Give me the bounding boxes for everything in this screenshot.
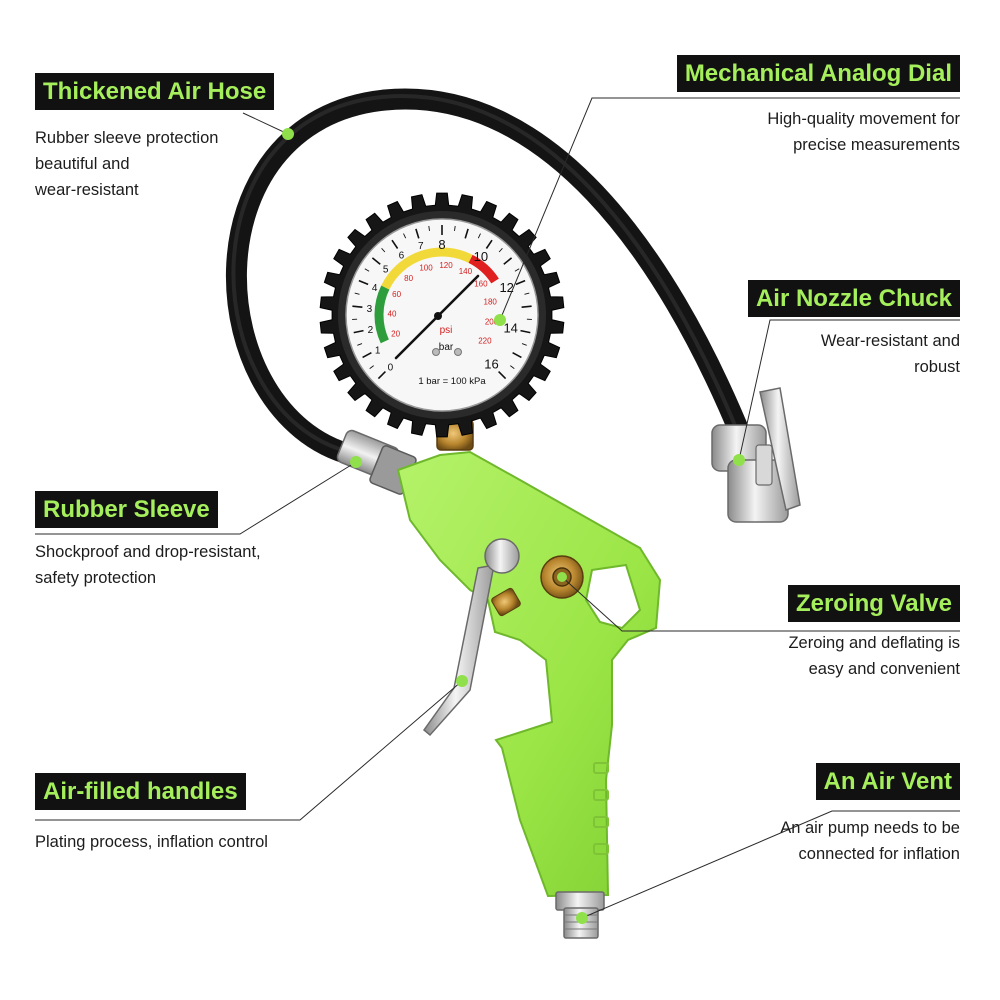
gauge-tick	[510, 365, 515, 369]
callout-title-zeroing-valve: Zeroing Valve	[787, 585, 960, 622]
gauge-tick	[485, 239, 493, 249]
gauge-tick	[514, 268, 520, 272]
gauge-psi-label: 200	[485, 318, 499, 327]
gauge-tick	[498, 371, 507, 380]
gauge-face	[345, 218, 539, 412]
gauge-bar-label: 10	[474, 249, 488, 264]
gauge-bar-unit: bar	[439, 342, 454, 353]
callout-lines	[35, 97, 960, 919]
gauge-bar-label: 3	[367, 304, 373, 315]
gauge-conversion-note: 1 bar = 100 kPa	[418, 376, 486, 387]
gauge-tick	[371, 257, 381, 265]
gauge-tick	[364, 268, 370, 272]
gauge-bar-label: 7	[418, 241, 424, 252]
gauge-bar-label: 14	[503, 321, 517, 336]
gauge-bar-label: 1	[375, 345, 381, 356]
callout-title-air-hose: Thickened Air Hose	[35, 73, 275, 110]
gauge-tick	[354, 292, 360, 295]
callout-title-rubber-sleeve: Rubber Sleeve	[35, 491, 218, 528]
gauge-ticks	[352, 225, 532, 380]
gauge-tick	[498, 248, 503, 253]
gauge-tick	[521, 343, 527, 346]
gauge-zone-yellow	[381, 247, 473, 290]
gauge-bar-label: 5	[383, 265, 389, 276]
callout-dots	[282, 128, 745, 924]
gauge-tick	[403, 233, 407, 239]
gauge-tick	[512, 351, 522, 359]
gauge-psi-label: 220	[478, 337, 492, 346]
callout-desc-handles: Plating process, inflation control	[35, 833, 268, 851]
gauge-bar-label: 2	[368, 325, 374, 336]
gauge-psi-label: 60	[392, 290, 401, 299]
gauge-psi-unit: psi	[440, 325, 453, 336]
gauge-zone-green	[374, 285, 390, 344]
gauge-tick	[503, 257, 513, 265]
gauge-zone-red	[468, 254, 499, 284]
gauge-psi-label: 180	[484, 298, 498, 307]
callout-desc-nozzle-chuck: Wear-resistant and robust	[820, 332, 960, 376]
gauge-tick	[381, 248, 386, 253]
callout-title-handles: Air-filled handles	[35, 773, 246, 810]
gauge-tick	[353, 329, 364, 334]
gauge-tick	[377, 371, 386, 380]
gauge-bar-label: 4	[372, 283, 378, 294]
callout-desc-zeroing-valve: Zeroing and deflating is easy and conven…	[788, 634, 960, 678]
gauge-psi-label: 20	[391, 330, 400, 339]
gauge-tick	[362, 351, 372, 359]
gauge-tick	[454, 225, 456, 231]
gauge-bar-label: 16	[484, 357, 498, 372]
callout-title-air-vent: An Air Vent	[815, 763, 960, 800]
gauge-psi-label: 120	[439, 261, 453, 270]
gauge-tick	[520, 329, 531, 334]
callout-desc-rubber-sleeve: Shockproof and drop-resistant, safety pr…	[35, 543, 261, 587]
gauge-tick	[415, 228, 420, 239]
callout-title-analog-dial: Mechanical Analog Dial	[676, 55, 960, 92]
callout-desc-air-hose: Rubber sleeve protection beautiful and w…	[35, 129, 219, 199]
gauge-bar-label: 0	[388, 363, 394, 374]
gauge-psi-label: 80	[404, 274, 413, 283]
gauge-tick	[524, 292, 530, 295]
gauge-tick	[352, 305, 363, 308]
trigger-lever	[422, 538, 521, 737]
gun-body	[396, 450, 662, 898]
callout-desc-air-vent: An air pump needs to be connected for in…	[780, 819, 960, 863]
gauge-tick	[515, 279, 526, 286]
gauge-needle	[394, 274, 480, 360]
gauge-psi-label: 160	[474, 280, 488, 289]
gauge-tick	[428, 225, 430, 231]
air-nozzle-chuck	[711, 387, 801, 523]
gauge-psi-label: 140	[459, 267, 473, 276]
gauge-tick	[464, 228, 469, 239]
gauge-tick	[477, 233, 481, 239]
gauge-bar-label: 8	[438, 237, 445, 252]
gauge-bar-label: 6	[399, 250, 405, 261]
gauge-tick	[369, 365, 374, 369]
gauge-tick	[357, 343, 363, 346]
gauge-psi-label: 40	[388, 310, 397, 319]
gauge-tick	[391, 239, 399, 249]
gauge-bar-label: 12	[499, 280, 513, 295]
callout-title-nozzle-chuck: Air Nozzle Chuck	[747, 280, 960, 317]
gauge-tick	[521, 305, 532, 308]
gauge-psi-label: 100	[419, 264, 433, 273]
callout-desc-analog-dial: High-quality movement for precise measur…	[767, 110, 960, 154]
gauge-tick	[358, 279, 369, 286]
